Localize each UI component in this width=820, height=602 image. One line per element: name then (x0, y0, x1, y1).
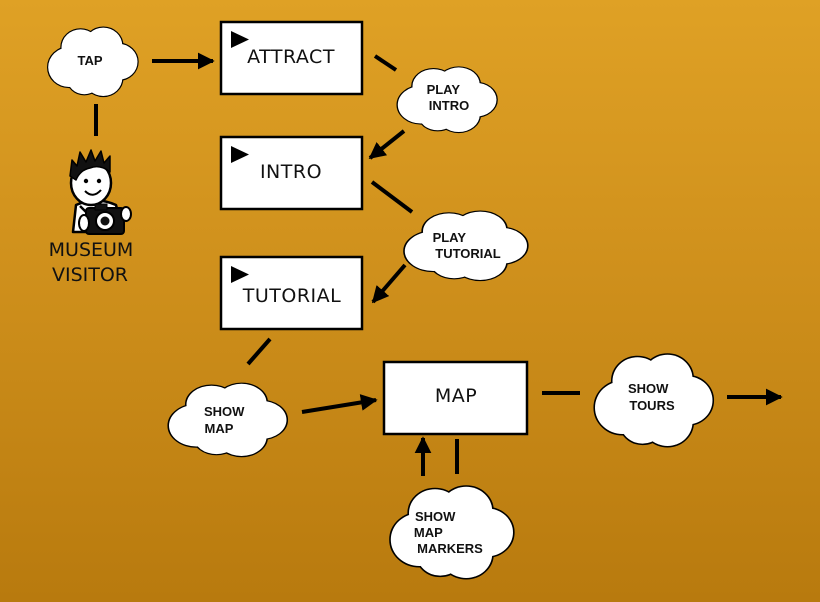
cloud-label-play-intro: PLAY INTRO (427, 82, 470, 113)
museum-visitor-icon (69, 149, 132, 235)
play-icon (231, 266, 249, 283)
box-label-tutorial: TUTORIAL (242, 285, 341, 307)
cloud-label-show-map-markers: SHOW MAP MARKERS (414, 509, 483, 556)
arrow-play-tutorial-to-tutorial (371, 263, 407, 304)
box-map: MAP (382, 360, 529, 436)
play-icon (231, 146, 249, 163)
box-label-intro: INTRO (260, 161, 322, 183)
cloud-show-map (167, 382, 289, 458)
line-tutorial-to-show-map (246, 337, 272, 366)
visitor-label: MUSEUM VISITOR (49, 239, 140, 286)
arrow-play-intro-to-intro (368, 129, 406, 160)
cloud-show-map-markers (389, 485, 515, 580)
cloud-label-show-tours: SHOW TOURS (628, 381, 675, 413)
box-tutorial: TUTORIAL (219, 255, 364, 331)
line-intro-to-play-tutorial (370, 180, 414, 214)
cloud-label-tap: TAP (77, 53, 102, 68)
box-label-map: MAP (435, 385, 477, 407)
cloud-label-show-map: SHOW MAP (204, 404, 248, 436)
cloud-label-play-tutorial: PLAY TUTORIAL (433, 230, 501, 261)
arrow-show-map-to-map (301, 394, 378, 414)
box-attract: ATTRACT (219, 20, 364, 96)
line-attract-to-play-intro (373, 54, 398, 72)
box-label-attract: ATTRACT (247, 46, 335, 68)
box-intro: INTRO (219, 135, 364, 211)
play-icon (231, 31, 249, 48)
connectors (94, 52, 783, 476)
